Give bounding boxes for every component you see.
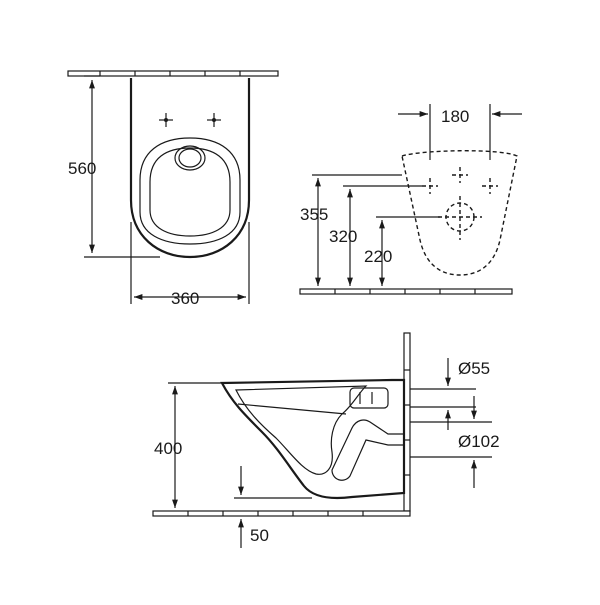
- bolt-hole-right: [482, 178, 498, 194]
- bowl-outline-back-dashed: [401, 150, 518, 276]
- mounting-view-floor: [299, 288, 513, 295]
- dimension-label-220: 220: [364, 247, 392, 266]
- seat-opening: [149, 147, 231, 237]
- trapway: [331, 419, 405, 481]
- dimension-label-400: 400: [154, 439, 182, 458]
- dimension-label-dia-55: Ø55: [458, 359, 490, 378]
- top-view: 560 360: [67, 70, 279, 308]
- dimension-label-360: 360: [171, 289, 199, 308]
- inlet-connector: [349, 387, 389, 409]
- seat-fixing-hole-right: [207, 113, 221, 127]
- rinse-outlet: [174, 145, 206, 171]
- dimension-label-320: 320: [329, 227, 357, 246]
- side-view: 400 50 Ø55 Ø102: [152, 332, 500, 548]
- dimension-label-50: 50: [250, 526, 269, 545]
- dimension-label-180: 180: [441, 107, 469, 126]
- side-view-floor: [152, 510, 411, 517]
- dimension-label-dia-102: Ø102: [458, 432, 500, 451]
- bowl-inner-outline: [139, 137, 241, 245]
- mounting-view: 180 355 320 220: [299, 104, 522, 295]
- bowl-profile-outer: [220, 378, 406, 500]
- bowl-outline-top: [129, 78, 251, 259]
- seat-fixing-hole-left: [159, 113, 173, 127]
- bowl-profile-inner: [235, 385, 368, 475]
- top-view-wall: [67, 70, 279, 77]
- bolt-hole-left: [422, 178, 438, 194]
- bolt-hole-center: [452, 167, 468, 183]
- dimension-label-355: 355: [300, 205, 328, 224]
- dimension-label-560: 560: [68, 159, 96, 178]
